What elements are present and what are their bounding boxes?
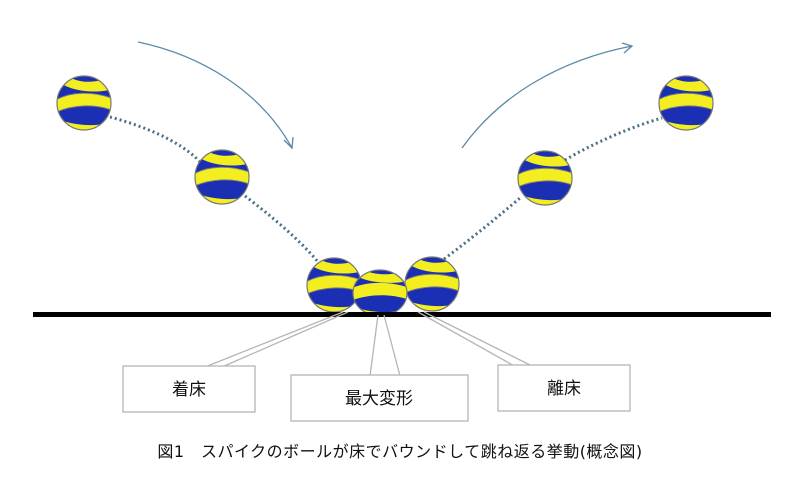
outgoing-arrow — [461, 45, 633, 149]
outgoing-arrowhead — [621, 42, 634, 54]
incoming-arrowhead — [283, 136, 294, 150]
ball-incoming-1 — [54, 73, 114, 134]
incoming-arrow — [137, 41, 293, 149]
label-lift-off: 離床 — [547, 379, 581, 399]
ball-incoming-2 — [192, 147, 252, 208]
ball-outgoing-2 — [656, 73, 716, 134]
ball-lift-off — [402, 254, 462, 315]
label-max-deformation: 最大変形 — [345, 389, 413, 409]
callout-box-lift-off — [497, 364, 631, 412]
ball-outgoing-1 — [515, 148, 575, 209]
floor-line — [33, 312, 771, 317]
callout-box-landing — [122, 365, 256, 413]
callout-pointers — [204, 311, 545, 377]
figure-caption: 図1 スパイクのボールが床でバウンドして跳ね返る挙動(概念図) — [157, 442, 643, 461]
label-landing: 着床 — [172, 380, 206, 400]
trajectory-dotted — [109, 115, 663, 264]
callout-box-max-deformation — [290, 374, 469, 422]
